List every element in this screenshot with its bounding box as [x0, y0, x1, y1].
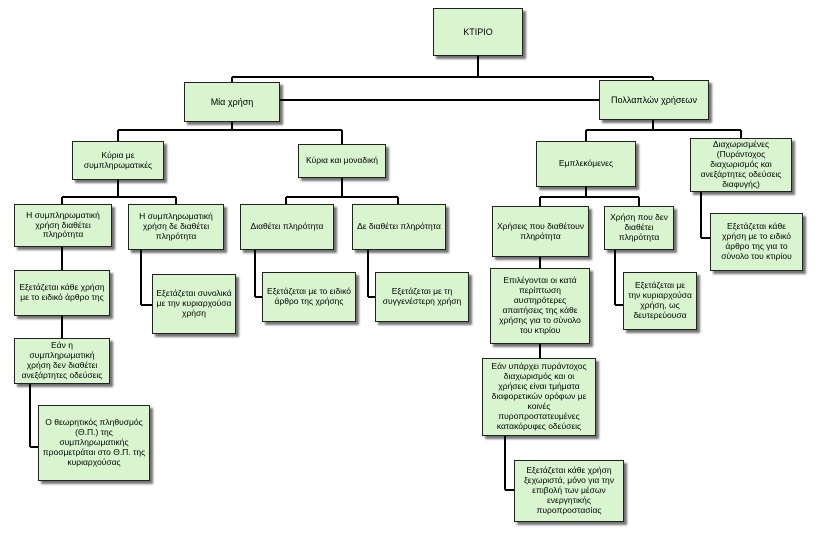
node-building: ΚΤΙΡΙΟ [433, 8, 523, 56]
node-if-fire-separation: Εάν υπάρχει πυράντοχος διαχωρισμός και ο… [482, 358, 596, 436]
node-mixed: Εμπλεκόμενες [536, 141, 636, 187]
node-examine-main-secondary: Εξετάζεται με την κυριαρχούσα χρήση, ως … [623, 272, 697, 330]
node-uses-with-plot: Χρήσεις που διαθέτουν πληρότητα [492, 206, 589, 257]
node-single-use: Μία χρήση [184, 82, 280, 122]
node-examine-each-separated: Εξετάζεται κάθε χρήση με το ειδικό άρθρο… [710, 213, 803, 271]
node-main-and-only: Κύρια και μοναδική [298, 144, 386, 178]
node-has-plot: Διαθέτει πληρότητα [240, 204, 334, 250]
node-if-complementary-no-exits: Εάν η συμπληρωματική χρήση δεν διαθέτει … [14, 338, 110, 384]
node-examine-each-use: Εξετάζεται κάθε χρήση με το ειδικό άρθρο… [14, 270, 110, 316]
node-main-with-complementary: Κύρια με συμπληρωματικές [72, 141, 164, 180]
node-strictest-requirements: Επιλέγονται οι κατά περίπτωση αυστηρότερ… [490, 268, 590, 344]
node-no-plot: Δε διαθέτει πληρότητα [352, 204, 446, 250]
node-use-without-plot: Χρήση που δεν διαθέτει πληρότητα [604, 206, 674, 250]
node-examine-total-main: Εξετάζεται συνολικά με την κυριαρχούσα χ… [152, 274, 236, 334]
node-complementary-has-plot: Η συμπληρωματική χρήση διαθέτει πληρότητ… [14, 204, 112, 247]
node-examine-specific-article: Εξετάζεται με το ειδικό άρθρο της χρήσης [262, 272, 356, 322]
node-multiple-uses: Πολλαπλών χρήσεων [599, 80, 709, 120]
node-theoretical-population: Ο θεωρητικός πληθυσμός (Θ.Π.) της συμπλη… [38, 405, 150, 481]
node-examine-each-active: Εξετάζεται κάθε χρήση ξεχωριστά, μόνο γι… [514, 460, 624, 522]
node-complementary-no-plot: Η συμπληρωματική χρήση δε διαθέτει πληρό… [128, 204, 224, 250]
node-separated: Διαχωρισμένες (Πυράντοχος διαχωρισμός κα… [690, 138, 792, 192]
node-examine-closest: Εξετάζεται με τη συγγενέστερη χρήση [375, 272, 469, 322]
